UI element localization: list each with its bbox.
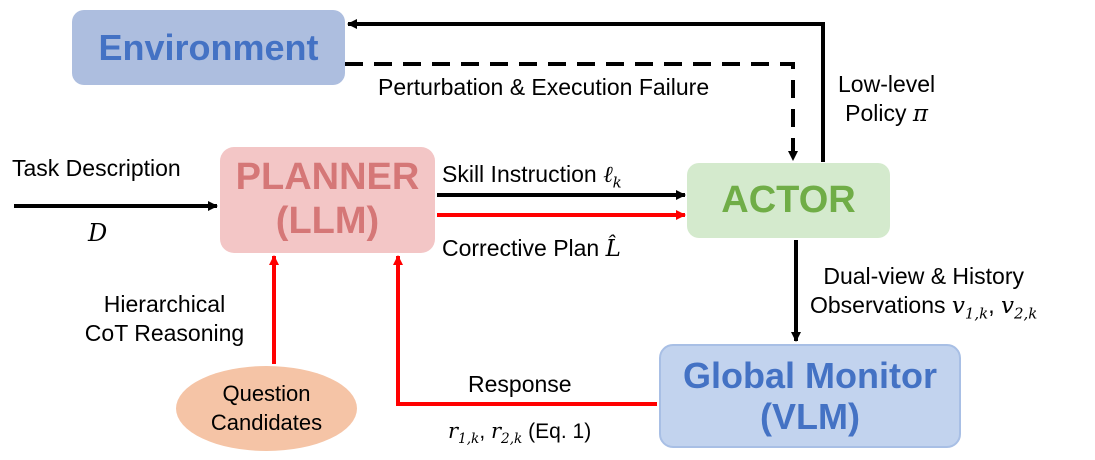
obs-v2-char: v: [1001, 292, 1014, 319]
global-monitor-node: Global Monitor (VLM): [659, 344, 961, 448]
resp-r2-char: r: [491, 419, 502, 443]
cot-line: CoT Reasoning: [84, 319, 245, 346]
skill-instruction-label: Skill Instruction ℓk: [442, 160, 622, 192]
resp-r2-sub: 2,k: [501, 431, 523, 448]
task-description-label: Task Description: [12, 155, 181, 181]
observations-word: Observations: [810, 291, 946, 318]
actor-node: ACTOR: [687, 163, 890, 238]
planner-node: PLANNER (LLM): [220, 147, 435, 253]
policy-word: Policy: [845, 99, 907, 126]
skill-symbol-sub: k: [612, 173, 622, 192]
observations-line: Observations v1,k, v2,k: [810, 291, 1037, 323]
policy-line: Policy π: [838, 99, 935, 129]
resp-comma: ,: [479, 420, 491, 443]
resp-r1: r1,k: [448, 419, 479, 447]
obs-v1: v1,k: [951, 292, 989, 323]
skill-symbol-char: ℓ: [603, 162, 613, 188]
low-level-policy-label: Low-level Policy π: [838, 70, 935, 129]
obs-comma: ,: [988, 291, 1001, 318]
skill-instruction-text: Skill Instruction: [442, 161, 597, 187]
arrow-actor-to-environment: [347, 19, 825, 162]
corrective-plan-text: Corrective Plan: [442, 235, 600, 261]
planner-subtitle: (LLM): [275, 200, 380, 242]
resp-r1-sub: 1,k: [458, 431, 480, 448]
question-line-2: Candidates: [210, 409, 323, 435]
obs-v2-sub: 2,k: [1014, 304, 1038, 323]
question-candidates-node: Question Candidates: [176, 366, 357, 451]
low-level-line: Low-level: [838, 71, 936, 97]
environment-label: Environment: [98, 26, 319, 68]
response-label: Response: [468, 371, 572, 397]
planner-title: PLANNER: [235, 156, 420, 199]
response-values: r1,k, r2,k (Eq. 1): [448, 418, 591, 448]
corrective-symbol: L̂: [605, 236, 621, 262]
task-symbol: D: [88, 219, 108, 247]
perturbation-label: Perturbation & Execution Failure: [378, 74, 710, 100]
corrective-plan-label: Corrective Plan L̂: [442, 234, 621, 264]
resp-r1-char: r: [448, 419, 459, 443]
monitor-title: Global Monitor: [683, 354, 937, 396]
obs-v2: v2,k: [1001, 292, 1038, 323]
obs-v1-sub: 1,k: [964, 304, 989, 323]
dual-view-label: Dual-view & History Observations v1,k, v…: [810, 262, 1037, 323]
dual-view-line: Dual-view & History: [823, 263, 1024, 289]
hierarchical-cot-label: Hierarchical CoT Reasoning: [62, 290, 267, 348]
eq-ref: (Eq. 1): [528, 420, 592, 443]
arrow-monitor-to-planner: [393, 255, 657, 406]
monitor-subtitle: (VLM): [760, 396, 860, 437]
policy-symbol: π: [912, 100, 929, 127]
obs-v1-char: v: [951, 292, 965, 319]
actor-label: ACTOR: [721, 178, 856, 221]
environment-node: Environment: [72, 10, 345, 85]
question-line-1: Question: [222, 380, 311, 406]
hierarchical-line: Hierarchical: [103, 291, 226, 317]
resp-r2: r2,k: [491, 419, 522, 447]
skill-symbol: ℓk: [603, 162, 622, 192]
arrow-environment-to-actor-dashed: [345, 62, 798, 161]
